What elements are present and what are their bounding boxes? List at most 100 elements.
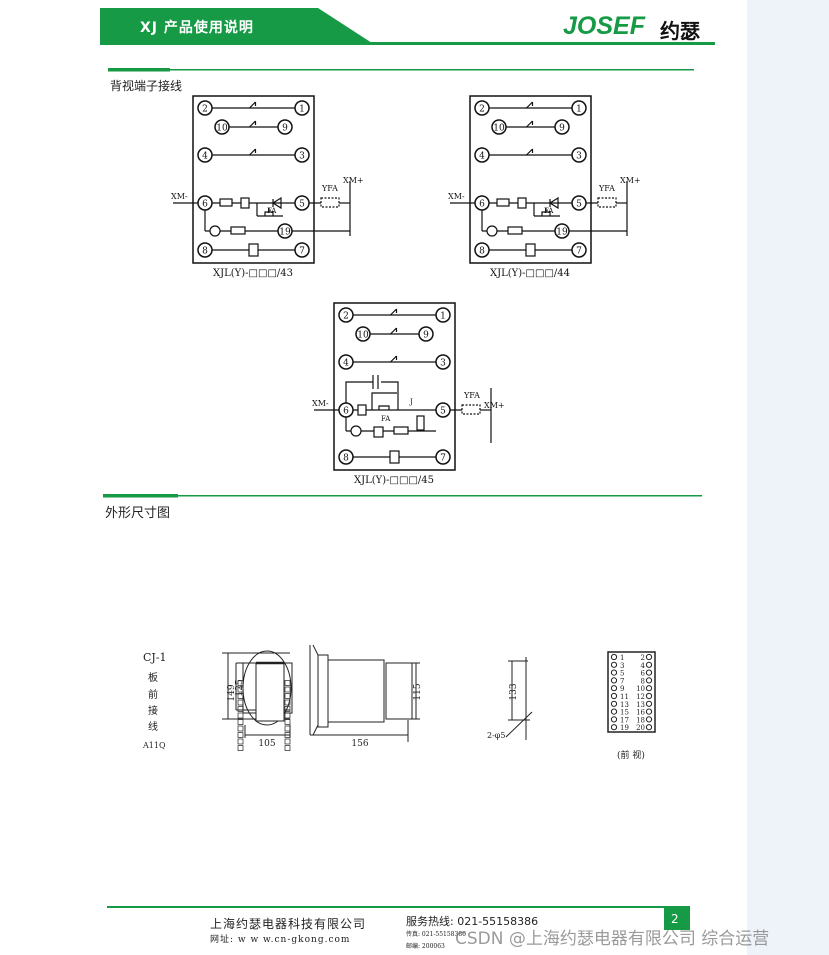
terminal: [197, 147, 213, 163]
terminal: [474, 100, 490, 116]
terminal-number: 19: [556, 228, 568, 238]
model-caption: XJL(Y)-□□□/43: [213, 268, 293, 279]
terminal-number: 5: [620, 670, 624, 678]
terminal-pin: [237, 680, 244, 686]
contact-symbol: [390, 308, 398, 316]
terminal: [338, 307, 354, 323]
contact-symbol: [249, 101, 257, 109]
terminal-number: 13: [620, 701, 629, 709]
terminal: [435, 354, 451, 370]
terminal: [474, 195, 490, 211]
terminal-number: 4: [202, 152, 208, 162]
section-title-dimensions: 外形尺寸图: [105, 506, 171, 521]
terminal-number: 7: [576, 247, 582, 257]
watermark: CSDN @上海约瑟电器有限公司 综合运营: [455, 929, 770, 949]
terminal-number: 2: [202, 105, 208, 115]
terminal: [554, 119, 570, 135]
front-view-label: (前 视): [617, 749, 645, 761]
footer-company: 上海约瑟电器科技有限公司: [210, 917, 367, 931]
terminal-number: 5: [576, 200, 582, 210]
terminal-pin: [237, 719, 244, 725]
resistor-symbol: [496, 198, 510, 207]
j-label: J: [409, 398, 413, 406]
dim-width: 105: [258, 739, 275, 749]
terminal-number: 2: [343, 312, 349, 322]
diode-symbol: [548, 196, 559, 210]
terminal: [435, 402, 451, 418]
terminal-pin: [237, 706, 244, 712]
terminal-pin: [237, 686, 244, 693]
terminal-number: 3: [576, 152, 582, 162]
terminal-number: 9: [282, 124, 288, 134]
header-title: XJ 产品使用说明: [140, 20, 254, 36]
terminal-pin: [284, 693, 291, 699]
header-rule: [100, 42, 715, 45]
terminal: [338, 449, 354, 465]
dim-cutout-height: 133: [509, 683, 519, 700]
terminal-hole: [610, 700, 618, 707]
terminal-hole: [610, 661, 618, 668]
contact-symbol: [526, 120, 534, 128]
footer-rule: [107, 906, 690, 908]
counter-symbol: [525, 243, 536, 257]
terminal: [277, 119, 293, 135]
terminal-number: 9: [423, 331, 429, 341]
contact-symbol: [390, 327, 398, 335]
terminal-pin: [237, 712, 244, 719]
terminal-number: 13: [636, 701, 645, 709]
contact-symbol: [526, 101, 534, 109]
terminal-number: 2: [641, 654, 645, 662]
terminal-number: 10: [357, 331, 369, 341]
logo-text: JOSEF: [563, 12, 645, 40]
footer-website: 网址: w w w.cn-gkong.com: [210, 935, 351, 945]
dim-height-outer: 149: [227, 684, 237, 701]
terminal: [474, 242, 490, 258]
xm-plus-label: XM+: [343, 176, 364, 185]
terminal: [474, 147, 490, 163]
terminal-hole: [610, 653, 618, 661]
terminal-pin: [237, 738, 244, 745]
terminal-hole: [645, 716, 653, 723]
terminal-number: 7: [620, 677, 624, 685]
terminal-number: 3: [620, 662, 624, 670]
terminal-number: 11: [620, 693, 629, 701]
fa-button-symbol: [264, 208, 274, 216]
terminal-number: 17: [620, 716, 629, 724]
terminal: [338, 354, 354, 370]
contact-symbol: [390, 355, 398, 363]
terminal: [554, 223, 570, 239]
relay-housing: [192, 95, 315, 264]
terminal-number: 8: [202, 247, 208, 257]
terminal-pin: [284, 686, 291, 693]
xm-minus-label: XM-: [448, 192, 465, 201]
terminal-number: 10: [216, 124, 228, 134]
dim-body-height: 115: [413, 683, 423, 700]
terminal-number: 1: [440, 312, 446, 322]
relay-housing: [333, 302, 456, 471]
model-label: CJ-1: [143, 651, 167, 664]
terminal-pin: [284, 738, 291, 745]
section-rule: [108, 69, 694, 71]
terminal-pin: [284, 732, 291, 738]
terminal-number: 5: [440, 407, 446, 417]
terminal-hole: [610, 669, 618, 676]
section-rule: [103, 495, 702, 497]
terminal: [294, 100, 310, 116]
relay-coil-symbol: [517, 197, 527, 209]
terminal-number: 6: [202, 200, 208, 210]
terminal: [571, 195, 587, 211]
dimension-drawing: CJ-1 板 前 接 线 A11Q 149 125 105 156 115 13…: [142, 644, 656, 761]
resistor-symbol: [230, 226, 246, 235]
terminal-number: 4: [479, 152, 485, 162]
xm-minus-label: XM-: [312, 399, 329, 408]
terminal-number: 1: [620, 654, 624, 662]
terminal-number: 6: [343, 407, 349, 417]
terminal: [197, 100, 213, 116]
footer-postcode: 邮编: 200063: [406, 943, 445, 950]
terminal-number: 6: [479, 200, 485, 210]
terminal-number: 9: [559, 124, 565, 134]
page-number-box: [664, 906, 690, 930]
terminal-number: 10: [636, 685, 645, 693]
xm-plus-label: XM+: [484, 401, 505, 410]
